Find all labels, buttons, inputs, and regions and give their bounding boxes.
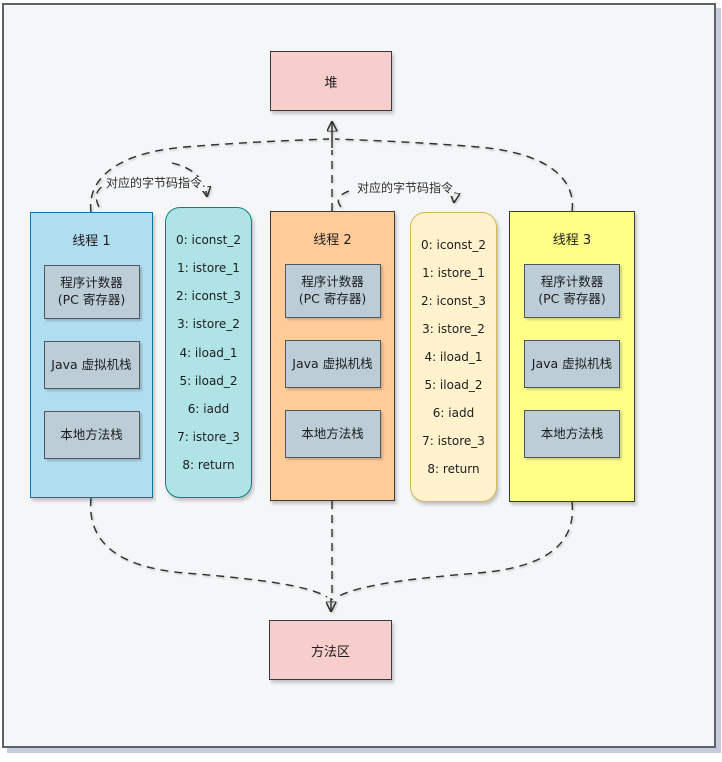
- thread-3-title: 线程 3: [552, 233, 592, 248]
- bytecode-instruction: 3: istore_2: [177, 317, 240, 332]
- heap-box: 堆: [270, 51, 392, 111]
- method-area-label: 方法区: [310, 644, 350, 660]
- bytecode-instruction: 8: return: [427, 462, 480, 476]
- bytecode-instruction: 3: istore_2: [422, 322, 485, 336]
- thread-3-pc-register: 程序计数器 (PC 寄存器): [524, 264, 620, 318]
- thread-1-title: 线程 1: [72, 234, 111, 249]
- thread-3-native-method-stack: 本地方法栈: [524, 410, 620, 458]
- method-area-box: 方法区: [269, 620, 392, 680]
- thread-3-box: 线程 3 程序计数器 (PC 寄存器) Java 虚拟机栈 本地方法栈: [509, 211, 635, 502]
- thread-2-box: 线程 2 程序计数器 (PC 寄存器) Java 虚拟机栈 本地方法栈: [270, 211, 395, 501]
- bytecode-instruction: 6: iadd: [432, 406, 475, 420]
- bytecode-instruction: 8: return: [182, 458, 235, 472]
- bytecode-connector-label-right: 对应的字节码指令: [356, 181, 455, 196]
- bytecode-instruction: 2: iconst_3: [421, 294, 486, 308]
- bytecode-instruction: 5: iload_2: [424, 378, 483, 392]
- thread-2-native-method-stack: 本地方法栈: [284, 410, 381, 458]
- thread-2-pc-register: 程序计数器 (PC 寄存器): [284, 264, 381, 318]
- heap-label: 堆: [324, 75, 338, 91]
- bytecode-box-1: 0: iconst_2 1: istore_1 2: iconst_3 3: isto…: [165, 207, 252, 498]
- bytecode-instruction: 0: iconst_2: [176, 233, 241, 247]
- thread-2-title: 线程 2: [313, 233, 352, 248]
- bytecode-instruction: 5: iload_2: [179, 373, 238, 388]
- bytecode-instruction: 1: istore_1: [177, 261, 240, 276]
- bytecode-instruction: 4: iload_1: [424, 350, 483, 364]
- bytecode-instruction: 6: iadd: [187, 401, 230, 416]
- thread-1-box: 线程 1 程序计数器 (PC 寄存器) Java 虚拟机栈 本地方法栈: [30, 212, 153, 498]
- thread-1-jvm-stack: Java 虚拟机栈: [43, 341, 140, 389]
- thread-3-jvm-stack: Java 虚拟机栈: [524, 340, 620, 388]
- bytecode-instruction: 4: iload_1: [179, 345, 238, 360]
- bytecode-instruction: 1: istore_1: [422, 266, 485, 280]
- bytecode-instruction: 2: iconst_3: [176, 289, 241, 304]
- bytecode-box-2: 0: iconst_2 1: istore_1 2: iconst_3 3: isto…: [410, 212, 497, 502]
- thread-1-native-method-stack: 本地方法栈: [43, 411, 140, 459]
- thread-1-pc-register: 程序计数器 (PC 寄存器): [43, 265, 140, 319]
- thread-2-jvm-stack: Java 虚拟机栈: [284, 340, 381, 388]
- bytecode-instruction: 7: istore_3: [177, 429, 240, 444]
- bytecode-instruction: 7: istore_3: [422, 434, 485, 448]
- bytecode-connector-label-left: 对应的字节码指令.: [105, 176, 207, 191]
- bytecode-instruction: 0: iconst_2: [421, 238, 486, 252]
